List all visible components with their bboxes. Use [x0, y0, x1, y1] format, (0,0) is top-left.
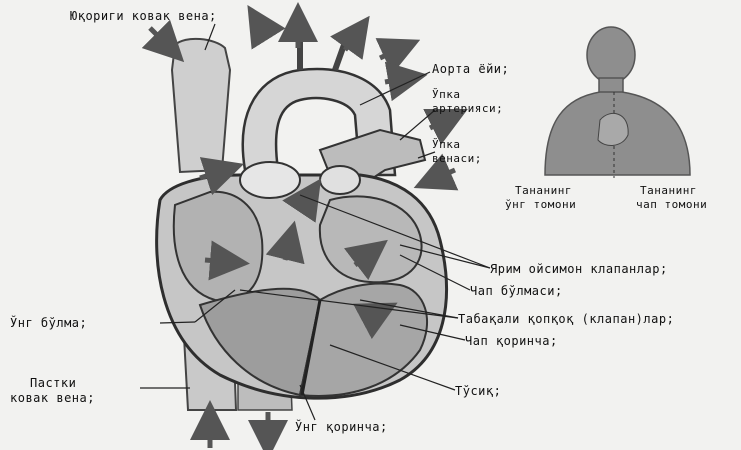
pulmonary-valve: [320, 166, 360, 194]
label-body-right-2: ўнг томони: [505, 198, 576, 211]
body-heart-outline: [598, 113, 628, 145]
label-semilunar-valves: Ярим ойсимон клапанлар;: [490, 262, 668, 276]
label-aorta: Аорта ёйи;: [432, 62, 509, 76]
label-septum: Тўсиқ;: [455, 384, 501, 398]
label-right-atrium: Ўнг бўлма;: [10, 316, 87, 330]
label-right-ventricle: Ўнг қоринча;: [295, 420, 388, 434]
label-inferior-vena-cava-2: ковак вена;: [10, 391, 95, 405]
label-leaflet-valves: Табақали қопқоқ (клапан)лар;: [458, 312, 674, 326]
aortic-branches: [300, 40, 345, 70]
label-body-left: Тананинг: [640, 184, 697, 197]
label-pulmonary-vein-2: венаси;: [432, 152, 482, 165]
label-pulmonary-artery-2: артерияси;: [432, 102, 503, 115]
body-silhouette: [545, 27, 690, 175]
label-body-right: Тананинг: [515, 184, 572, 197]
label-superior-vena-cava: Юқориги ковак вена;: [70, 9, 217, 23]
label-body-left-2: чап томони: [636, 198, 707, 211]
aortic-valve: [240, 162, 300, 198]
superior-vena-cava: [172, 39, 230, 172]
label-inferior-vena-cava-1: Пастки: [30, 376, 76, 390]
label-left-atrium: Чап бўлмаси;: [470, 284, 563, 298]
label-pulmonary-artery-1: Ўпка: [432, 88, 461, 101]
label-left-ventricle: Чап қоринча;: [465, 334, 558, 348]
label-pulmonary-vein-1: Ўпка: [432, 138, 461, 151]
